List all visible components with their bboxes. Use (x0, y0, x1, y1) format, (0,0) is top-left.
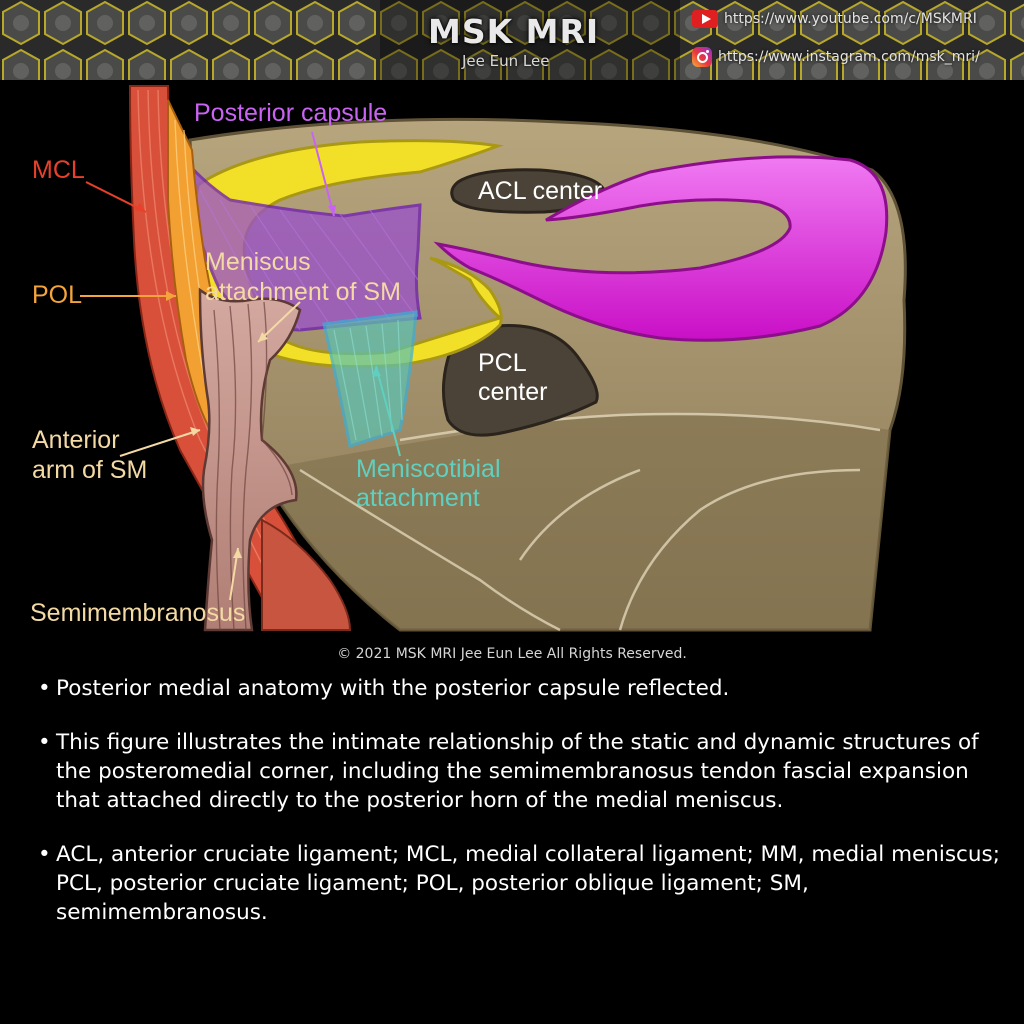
knee-anatomy-illustration: Posterior capsule MCL POL ACL center Men… (30, 85, 907, 632)
header-banner: MSK MRI Jee Eun Lee https://www.youtube.… (0, 0, 1024, 80)
label-anterior-arm-line1: Anterior (32, 426, 120, 454)
label-meniscotibial-line1: Meniscotibial (356, 455, 501, 483)
label-anterior-arm-line2: arm of SM (32, 456, 147, 484)
label-meniscus-attachment-line2: attachment of SM (205, 278, 401, 306)
label-semimembranosus: Semimembranosus (30, 599, 245, 627)
capsule-fiber-hatching (199, 189, 419, 331)
label-mcl: MCL (32, 156, 85, 184)
instagram-url[interactable]: https://www.instagram.com/msk_mri/ (718, 49, 980, 65)
meniscotibial-fiber-lines (333, 319, 403, 441)
pcl-center-footprint (441, 324, 599, 437)
semimembranosus-tendon (198, 287, 302, 632)
brand-author: Jee Eun Lee (462, 52, 550, 70)
instagram-link[interactable]: https://www.instagram.com/msk_mri/ (692, 46, 980, 68)
label-acl-center: ACL center (478, 177, 602, 205)
label-meniscus-attachment-line1: Meniscus (205, 248, 311, 276)
youtube-url[interactable]: https://www.youtube.com/c/MSKMRI (724, 11, 977, 27)
label-meniscotibial-line2: attachment (356, 484, 480, 512)
semimembranosus-muscle-belly (261, 518, 352, 631)
label-posterior-capsule: Posterior capsule (194, 99, 387, 127)
leader-arrowheads (134, 203, 381, 558)
youtube-icon (692, 10, 718, 28)
caption-bullet: ACL, anterior cruciate ligament; MCL, me… (36, 840, 1016, 927)
lateral-meniscus (433, 155, 889, 342)
copyright-notice: © 2021 MSK MRI Jee Eun Lee All Rights Re… (337, 646, 687, 662)
label-pcl-center-line1: PCL (478, 349, 527, 377)
meniscotibial-attachment (322, 310, 418, 448)
brand-title: MSK MRI (428, 12, 600, 51)
youtube-link[interactable]: https://www.youtube.com/c/MSKMRI (692, 8, 977, 30)
hexagon-mosaic-background (0, 0, 1024, 80)
label-leader-lines (80, 131, 401, 601)
tibia-posterior-surface (260, 414, 890, 630)
caption-bullet: This figure illustrates the intimate rel… (36, 728, 1016, 815)
caption-bullet-list: Posterior medial anatomy with the poster… (36, 674, 1016, 952)
label-pol: POL (32, 281, 82, 309)
label-pcl-center-line2: center (478, 378, 547, 406)
posterior-capsule-reflected (176, 151, 422, 332)
instagram-icon (692, 47, 712, 67)
caption-bullet: Posterior medial anatomy with the poster… (36, 674, 1016, 703)
